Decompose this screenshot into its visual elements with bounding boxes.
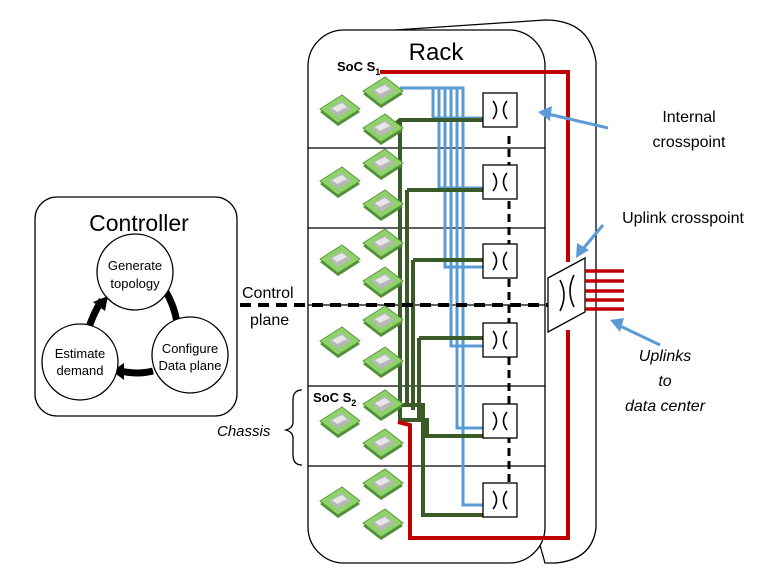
internal-crosspoint-5 <box>482 403 518 439</box>
svg-text:Data plane: Data plane <box>159 358 222 373</box>
arrowhead-3 <box>93 296 108 311</box>
node-estimate-demand: Estimate demand <box>41 323 119 401</box>
uplink-crosspoint <box>547 256 586 334</box>
red-links <box>380 70 570 540</box>
svg-text:demand: demand <box>57 363 104 378</box>
svg-text:topology: topology <box>110 276 160 291</box>
annotation-arrows <box>538 106 661 347</box>
uplinks-label-line2: to <box>658 373 671 390</box>
node-generate-topology: Generate topology <box>96 233 174 311</box>
control-plane-label-line2: plane <box>250 312 289 329</box>
rack-title: Rack <box>409 39 465 66</box>
svg-text:Estimate: Estimate <box>55 346 106 361</box>
uplink-lines <box>585 269 624 311</box>
chassis-label: Chassis <box>217 423 271 440</box>
controller-panel: Controller Generate topology Configure D… <box>34 196 238 417</box>
chassis-dividers <box>308 147 545 467</box>
control-plane-label-line1: Control <box>242 285 294 302</box>
arrowhead-2 <box>112 363 124 380</box>
uplinks-label-line3: data center <box>625 398 706 415</box>
soc-s2-label: SoC S2 <box>313 390 356 408</box>
soc-s1-label: SoC S1 <box>337 59 380 77</box>
chassis-brace <box>283 389 303 466</box>
node-configure-data-plane: Configure Data plane <box>151 316 229 394</box>
internal-crosspoint-6 <box>482 482 518 518</box>
internal-crosspoint-2 <box>482 164 518 200</box>
svg-text:Generate: Generate <box>108 258 162 273</box>
internal-crosspoint-1 <box>482 92 518 128</box>
internal-crosspoint-label-line1: Internal <box>662 109 715 126</box>
internal-crosspoint-label-line2: crosspoint <box>653 134 726 151</box>
internal-crosspoint-3 <box>482 243 518 279</box>
arrow-configure-to-estimate <box>120 367 154 377</box>
uplink-crosspoint-label: Uplink crosspoint <box>622 210 744 227</box>
uplinks-label-line1: Uplinks <box>639 348 691 365</box>
controller-title: Controller <box>89 210 189 236</box>
green-links <box>388 118 485 517</box>
svg-text:Configure: Configure <box>162 341 218 356</box>
internal-crosspoint-4 <box>482 322 518 358</box>
